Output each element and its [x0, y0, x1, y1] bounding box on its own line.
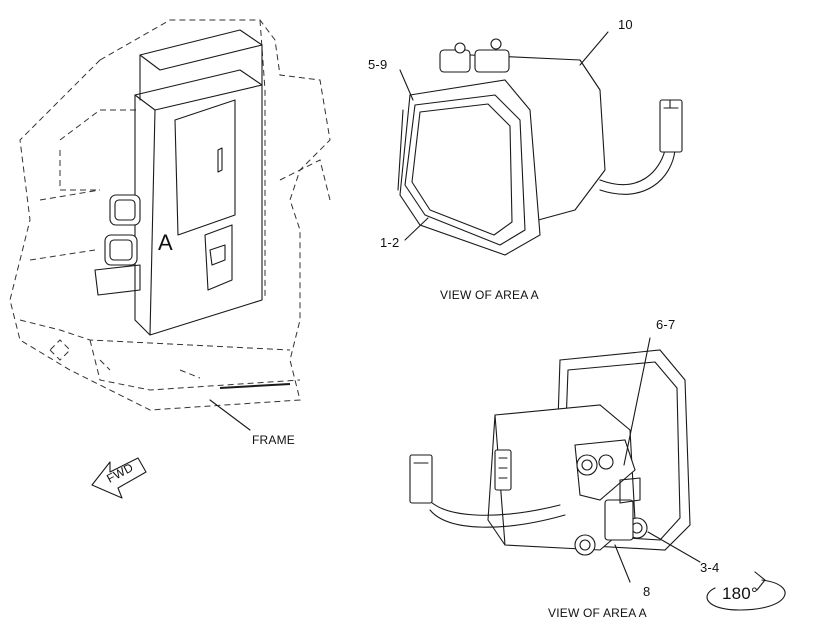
fwd-arrow-icon — [91, 457, 147, 499]
callout-6-7: 6-7 — [656, 317, 676, 332]
frame-label: FRAME — [252, 433, 295, 447]
callout-1-2: 1-2 — [380, 235, 400, 250]
rotation-label: 180° — [722, 584, 758, 603]
area-a-marker: A — [158, 230, 173, 255]
view-of-area-a-top: VIEW OF AREA A — [440, 288, 539, 302]
callout-5-9: 5-9 — [368, 57, 388, 72]
lamp-front-view — [397, 31, 683, 256]
callout-3-4: 3-4 — [700, 560, 720, 575]
lamp-rear-view — [409, 337, 701, 583]
callout-10: 10 — [618, 17, 633, 32]
machine-frame-drawing — [9, 19, 331, 431]
callout-8: 8 — [643, 584, 651, 599]
view-of-area-a-bottom: VIEW OF AREA A — [548, 606, 647, 620]
rotation-arrow-icon — [706, 571, 786, 611]
